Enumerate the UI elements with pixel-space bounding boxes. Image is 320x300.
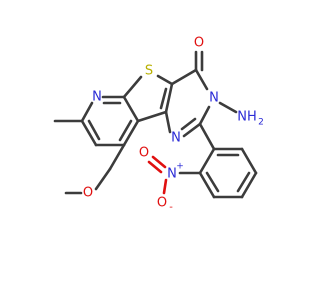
bond-c5-c6-double [87,119,101,141]
molecule-canvas: N S O N NH 2 N N + O O - O [53,35,264,213]
bond-ph2-ph3 [198,171,216,199]
bond-s-c2 [156,74,174,86]
bond-ch2-o [94,167,112,191]
bond-c2-c4co [170,68,198,86]
atom-o-ether: O [83,186,93,201]
atom-o-carbonyl: O [194,36,204,51]
bond-c6-npy [80,101,94,123]
atom-nh2: NH [237,110,257,125]
bond-nnitro-o-bottom [162,178,168,195]
bond-n3-c2p [198,105,211,126]
bond-c7a-s [122,75,143,99]
bond-c7a-c3a [122,95,140,123]
atom-o-nitro-top: O [139,146,149,161]
bond-c3a-c4 [122,119,140,147]
bond-ph4-ph5-double [236,171,251,193]
bond-c3-c3a [136,110,168,123]
bond-nnitro-o-top [151,155,167,169]
bond-ph2-ph3-double [205,171,220,193]
bond-ph5-ph6 [240,147,258,175]
bond-ph4-ph5 [240,171,258,199]
bond-ph1-ph2 [198,147,216,175]
bond-n1-c3 [164,110,172,134]
bond-c2p-n1-double [180,117,197,131]
bond-c5-c6 [80,119,98,147]
bond-c4-ch2 [108,143,126,171]
atom-n-nitro: N [167,167,177,182]
bond-n3-nh2 [218,101,238,114]
atom-s-thiophene: S [145,64,153,79]
bond-nnitro-o-top-double [147,160,163,174]
bond-c4co-n3 [194,68,209,91]
atom-n3: N [209,91,219,106]
bond-c2-c3 [164,82,174,114]
atom-o-nitro-bottom-charge: - [169,202,173,213]
bond-c2-c3-double [159,87,168,110]
atom-o-nitro-bottom: O [157,196,167,211]
atom-n-pyridine: N [92,90,102,105]
bond-c2p-n1 [182,122,202,138]
structure-drawing: N S O N NH 2 N N + O O - O [53,36,264,213]
atom-n1: N [171,131,181,146]
atom-n-nitro-charge: + [176,162,184,172]
atom-nh2-subscript: 2 [258,118,264,128]
bond-c3a-c4-double [118,119,133,142]
bond-c2p-phenyl [198,122,216,151]
